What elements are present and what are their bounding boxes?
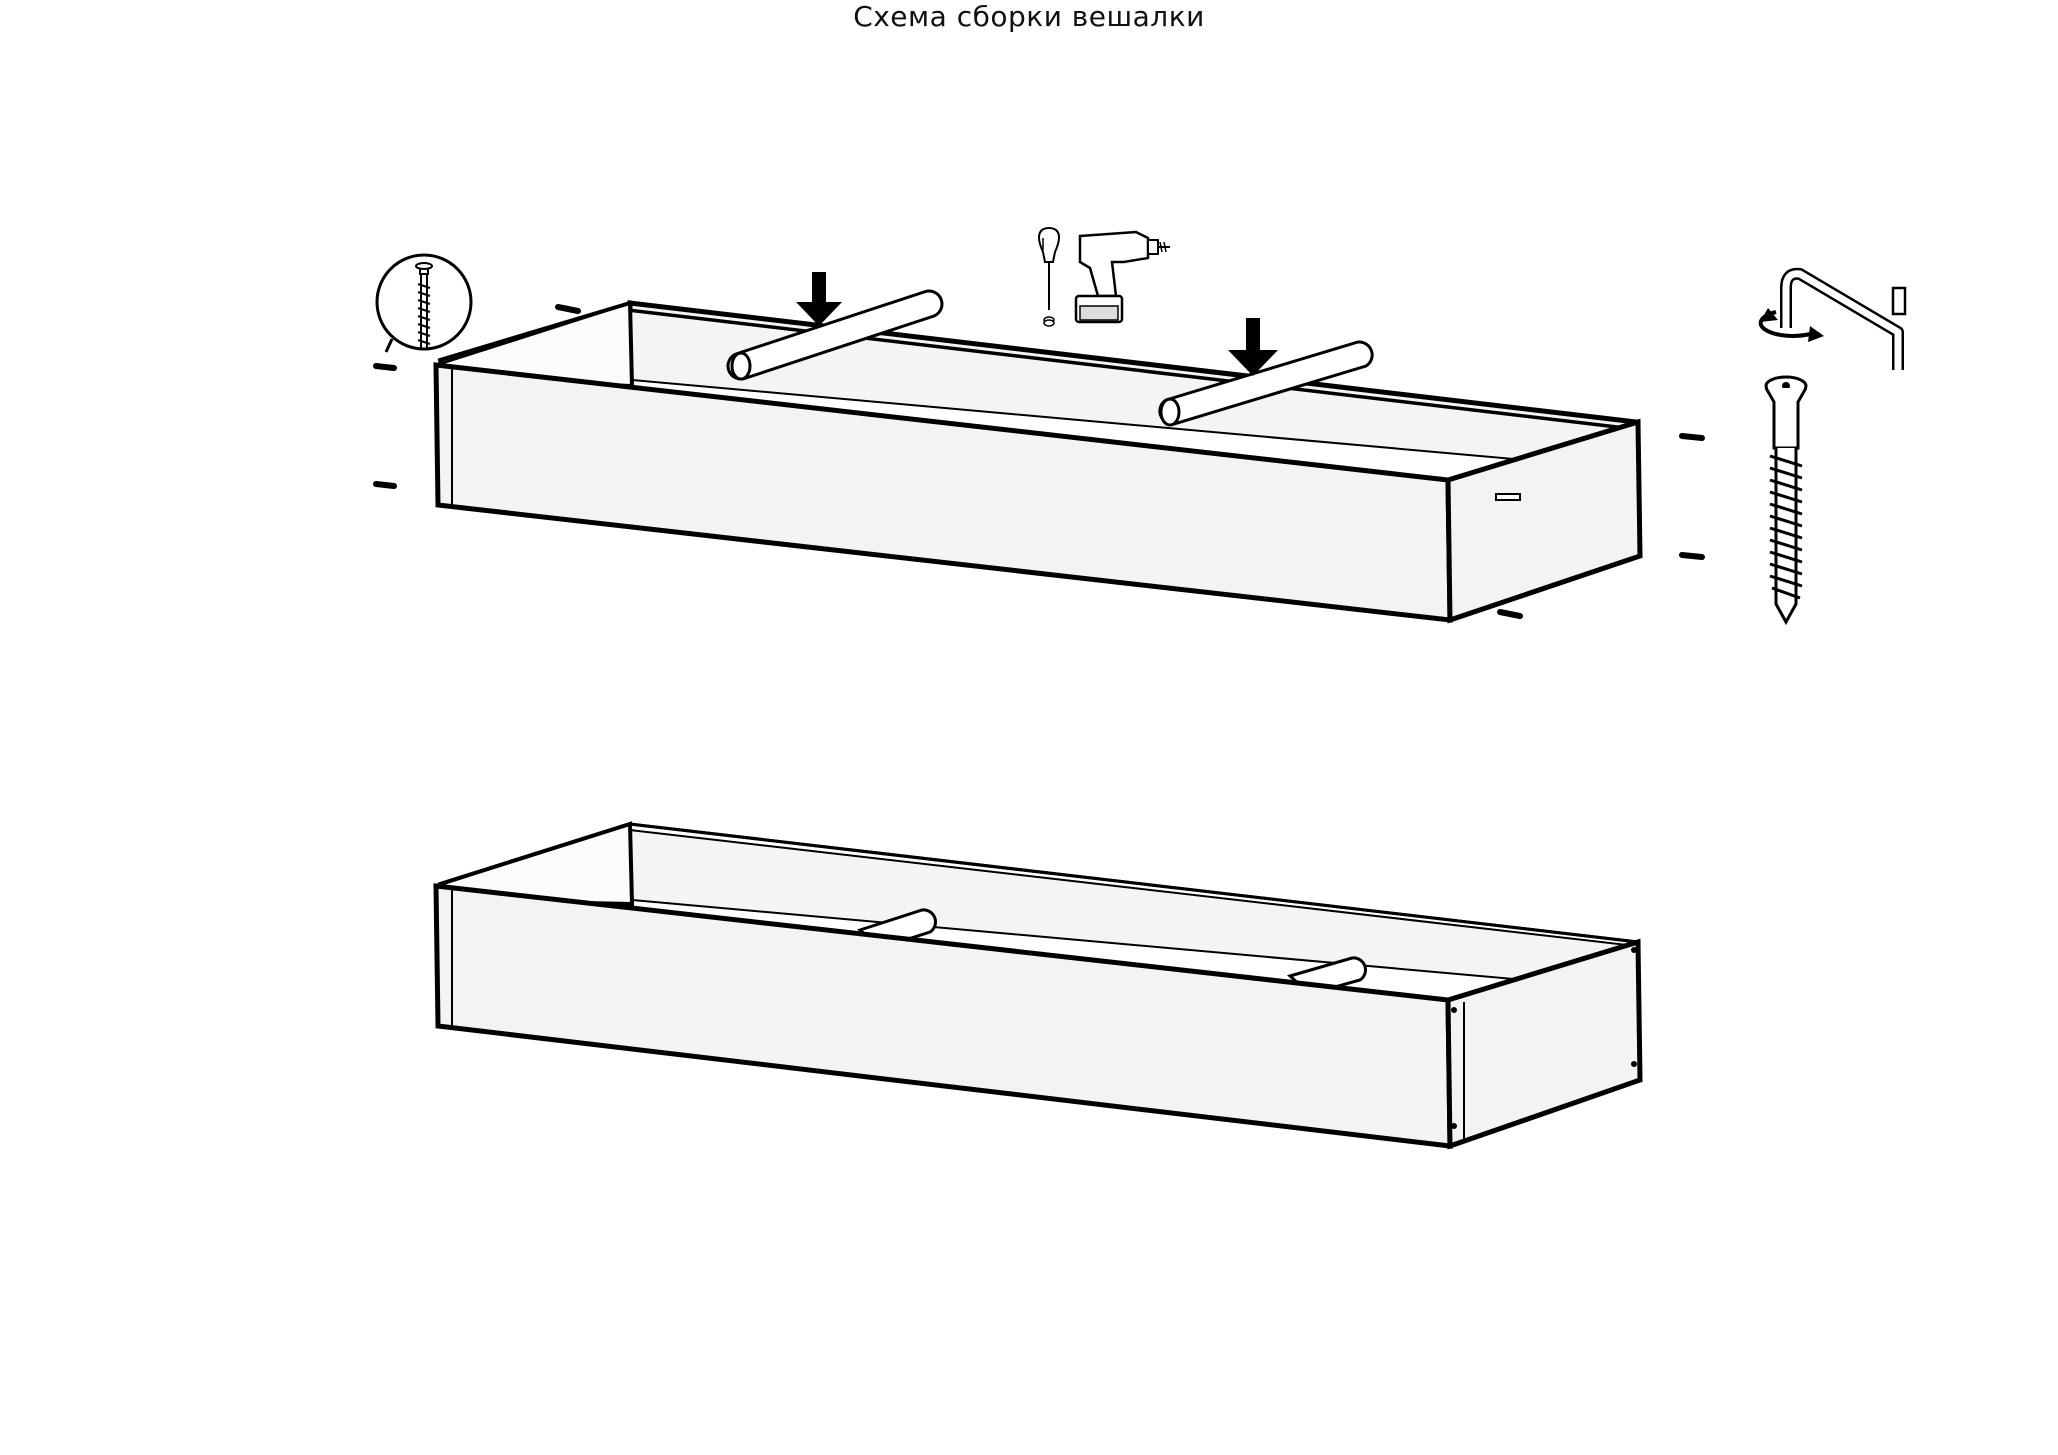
right-side-panel xyxy=(1445,418,1643,624)
screw-hole xyxy=(1495,493,1521,501)
step-2-assembly xyxy=(433,821,1643,1150)
allen-key-icon xyxy=(1780,267,1907,370)
screw-markers-right xyxy=(1497,433,1705,619)
diagram-title: Схема сборки вешалки xyxy=(853,0,1205,33)
hanger-rod-1 xyxy=(726,289,944,381)
hanger-rod-2 xyxy=(1158,340,1374,427)
screw-head xyxy=(1451,1007,1457,1013)
rotate-clockwise-icon xyxy=(1758,308,1824,342)
step-1-assembly xyxy=(373,272,1705,624)
screw-detail-icon xyxy=(375,253,473,353)
confirmat-screw-icon xyxy=(1764,375,1808,626)
screwdriver-icon xyxy=(1038,226,1060,327)
drill-icon xyxy=(1074,230,1170,324)
arrow-down-icon xyxy=(796,272,842,326)
screw-head xyxy=(1451,1123,1457,1129)
screw-head xyxy=(1631,947,1637,953)
screw-head xyxy=(1631,1061,1637,1067)
right-side-panel xyxy=(1445,938,1643,1150)
arrow-down-icon xyxy=(1228,318,1278,376)
screw-markers-left xyxy=(373,304,581,489)
